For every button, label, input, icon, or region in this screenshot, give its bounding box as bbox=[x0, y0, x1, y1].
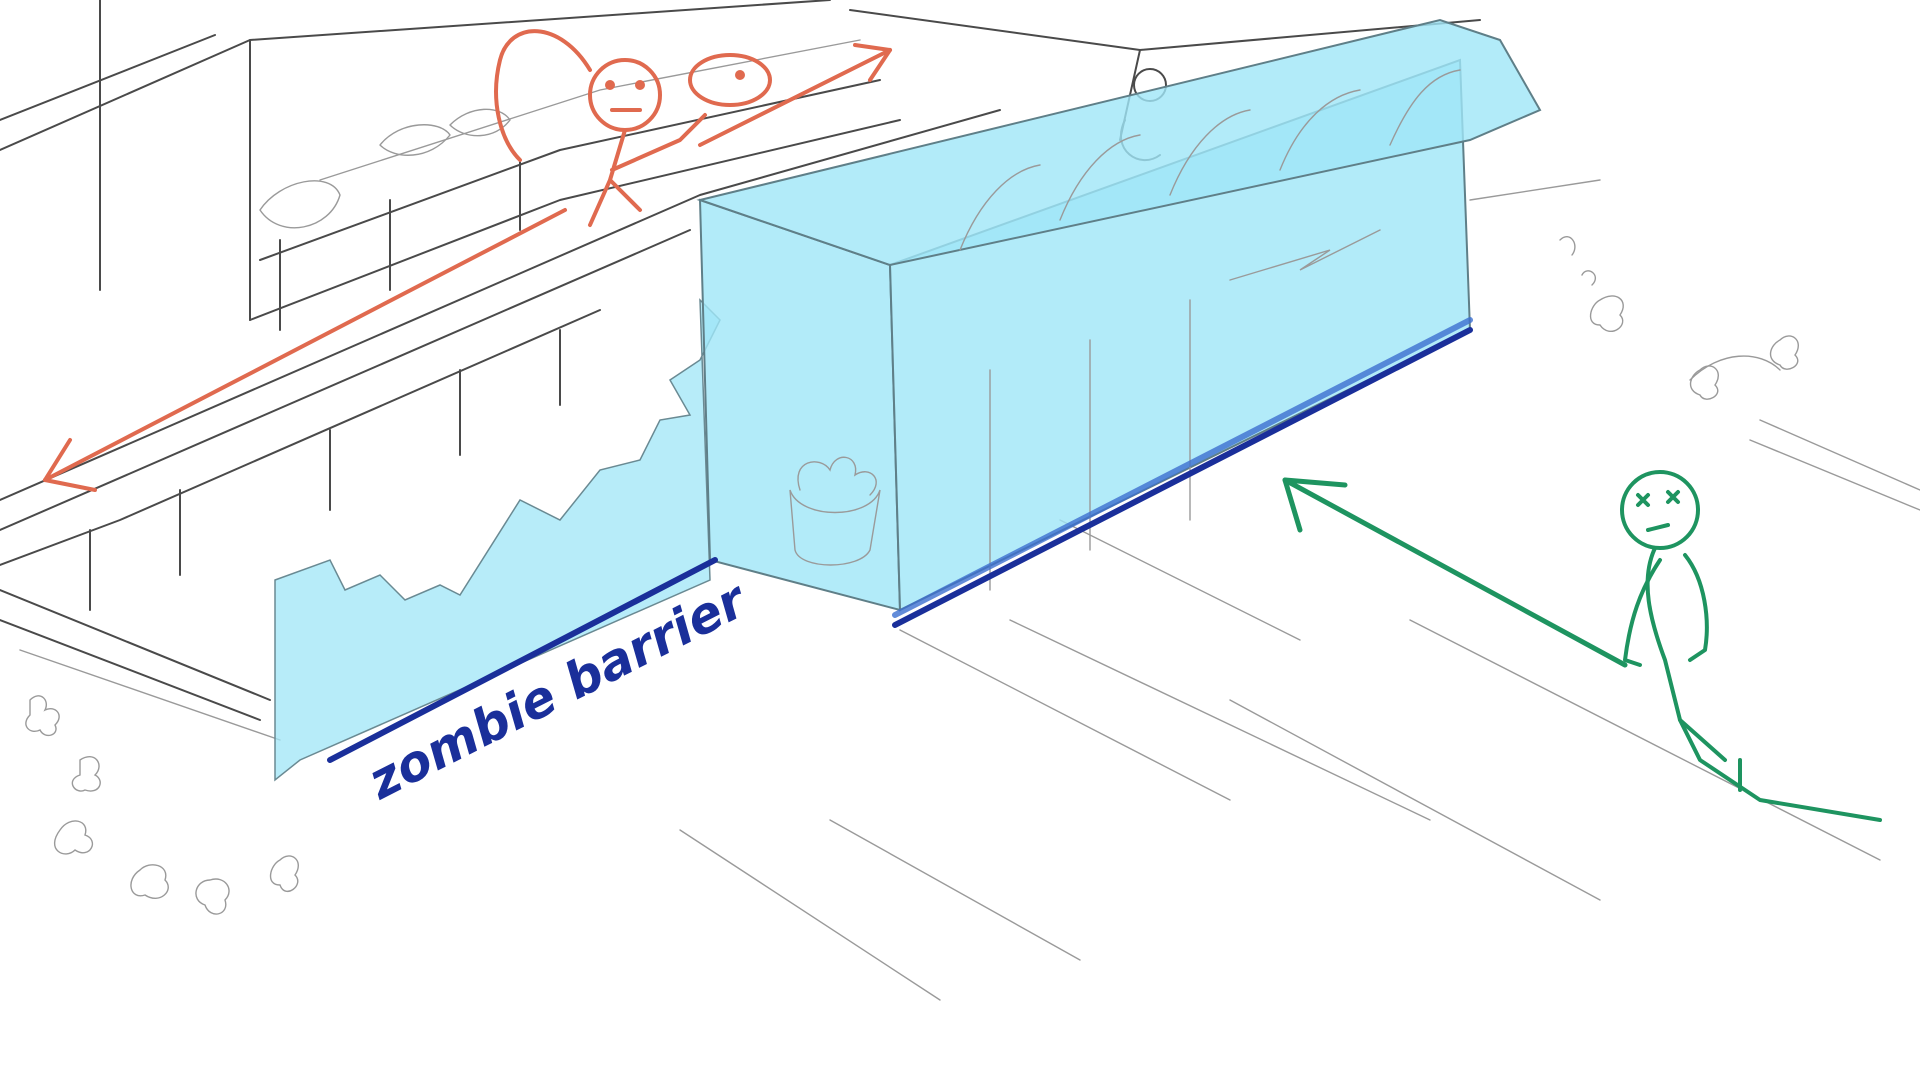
survivor-figure bbox=[494, 29, 772, 227]
zombie-barrier-structure bbox=[274, 18, 1542, 782]
arrow-up-left-icon bbox=[1282, 477, 1628, 668]
barrier-edge-low bbox=[327, 557, 718, 763]
zombie-approach-arrow bbox=[1282, 477, 1628, 668]
survivor-path-arrows bbox=[43, 43, 892, 492]
barrier-edge-main bbox=[892, 327, 1473, 628]
zombie-figure bbox=[1620, 470, 1882, 822]
arrow-left-icon bbox=[43, 208, 567, 482]
pencil-building-sketch bbox=[0, 0, 1920, 1001]
arrow-right-icon bbox=[698, 48, 892, 147]
barrier-low-wall bbox=[274, 298, 721, 782]
